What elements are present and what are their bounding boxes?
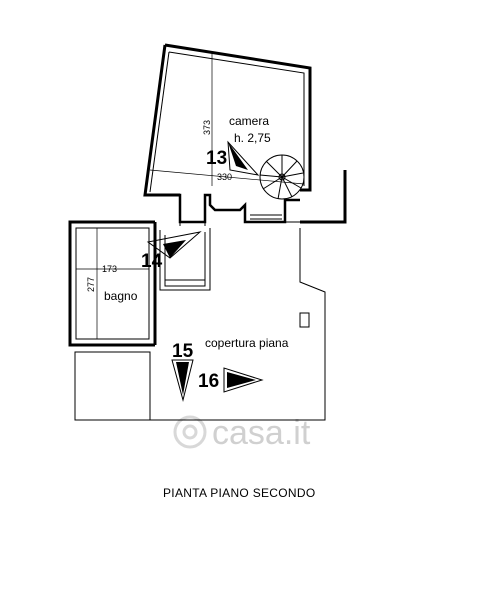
plan-title: PIANTA PIANO SECONDO [163,486,315,500]
corridor [159,228,211,291]
bagno-room [68,220,157,347]
view-number-16: 16 [198,371,219,392]
view-arrow-14: 14 [141,231,202,272]
copertura-label: copertura piana [205,336,289,350]
camera-dim-vertical: 373 [202,120,212,135]
camera-dimensions [149,52,305,186]
bagno-label: bagno [104,289,138,303]
bagno-dim-vertical: 277 [86,277,96,292]
view-number-14: 14 [141,251,163,272]
view-arrow-15: 15 [171,341,194,402]
camera-room [143,43,347,226]
camera-height-label: h. 2,75 [234,131,271,145]
view-arrow-13: 13 [206,140,260,176]
bagno-dimensions [76,228,149,339]
view-arrow-16: 16 [198,367,264,393]
camera-dim-horizontal: 330 [217,172,232,182]
spiral-staircase [259,154,305,200]
view-number-15: 15 [172,341,194,362]
camera-label: camera [229,114,269,128]
copertura-area [74,228,326,421]
bagno-dim-horizontal: 173 [102,264,117,274]
view-number-13: 13 [206,148,227,169]
